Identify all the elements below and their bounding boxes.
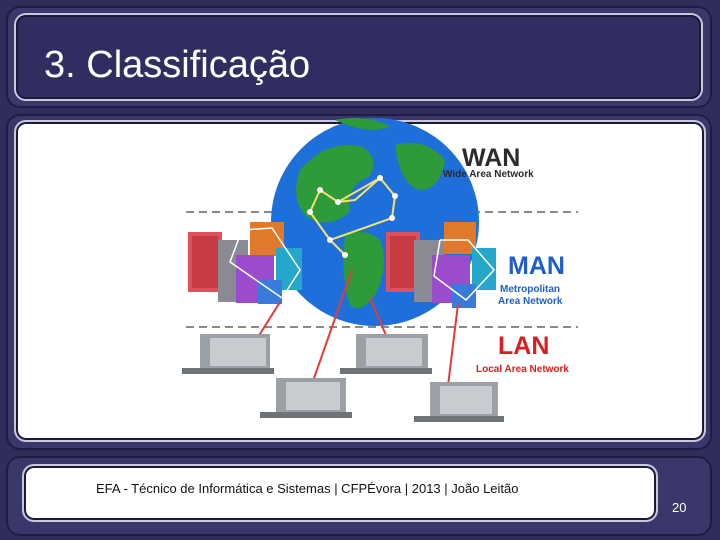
slide-title: 3. Classificação [44, 44, 311, 86]
wan-sublabel: Wide Area Network [443, 169, 534, 180]
wan-label: WAN [462, 144, 520, 172]
lan-sublabel: Local Area Network [476, 364, 569, 375]
page-number: 20 [672, 500, 687, 515]
lan-building [260, 378, 352, 418]
footer-text: EFA - Técnico de Informática e Sistemas … [96, 481, 519, 496]
man-sublabel-line1: Metropolitan [500, 284, 560, 295]
lan-building [340, 334, 432, 374]
man-links [229, 227, 496, 302]
man-sublabel-line2: Area Network [498, 296, 563, 307]
lan-building [182, 334, 274, 374]
wan-nodes [307, 175, 398, 258]
footer-panel [24, 466, 656, 520]
man-label: MAN [508, 252, 565, 280]
lan-label: LAN [498, 332, 549, 360]
title-panel [16, 15, 701, 99]
lan-building [414, 382, 504, 422]
